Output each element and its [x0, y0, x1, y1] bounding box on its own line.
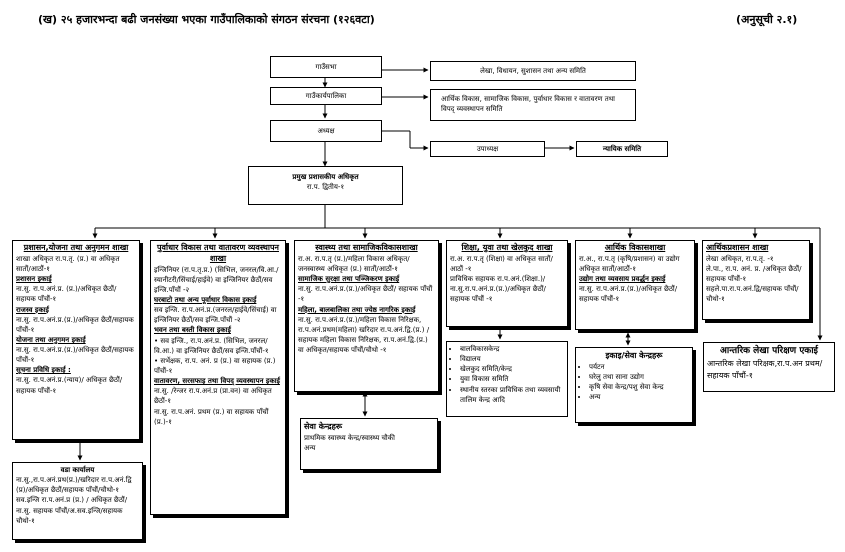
- planning-line: शाखा अधिकृत रा.प.तृ. (प्र.) वा अधिकृत सा…: [16, 254, 120, 273]
- planning-line: ना.सु. रा.प.अनं.प्र.(प्र.)/अधिकृत छैठौं/…: [16, 315, 134, 334]
- ward-line: ना.सु. सहायक पाँचौं/अ.सव.इन्जि/सहायक चौथ…: [16, 506, 123, 525]
- infra-section-box: पुर्वाधार विकास तथा वातावरण व्यवस्थापन श…: [150, 240, 286, 515]
- admin-unit-title: प्रशासन इकाई: [16, 275, 52, 284]
- education-unit-item: स्थानीय स्तरका प्राविधिक तथा व्यवसायी ता…: [460, 385, 564, 405]
- health-services-item: प्राथमिक स्वास्थ्य केन्द्र/स्वास्थ्य चौक…: [304, 433, 395, 442]
- audit-unit-box: आन्तरिक लेखा परिक्षण एकाई आन्तरिक लेखा प…: [703, 342, 835, 392]
- nyayik-committee-box: न्यायिक समिति: [576, 141, 668, 157]
- economic-unit-item: घरेलु तथा साना उद्योग: [589, 372, 689, 382]
- road-unit-title: घरबाटो तथा अन्य पूर्वाधार विकास इकाई: [154, 296, 257, 305]
- economic-units-title: इकाइ/सेवा केन्द्रहरू: [605, 351, 663, 360]
- infra-line: ना.सु. /रेन्जर रा.प.अनं.प्र (प्रा.वन) वा…: [154, 387, 272, 406]
- audit-line: आन्तरिक लेखा परिक्षक,रा.प.अन प्रथम/सहायक…: [707, 359, 823, 380]
- education-unit-item: युवा विकास समिति: [460, 374, 564, 384]
- health-section-box: स्वास्थ्य तथा सामाजिकविकासशाखा रा.अ. रा.…: [294, 240, 439, 392]
- monitoring-unit-title: योजना तथा अनुगमन इकाई: [16, 335, 86, 344]
- health-services-title: सेवा केन्द्रहरू: [304, 422, 343, 431]
- infra-line: • सव इन्जि., रा.प.अनं.प्र. (सिभिल, जनरल/…: [154, 336, 269, 355]
- planning-section-title: प्रशासन,योजना तथा अनुगमन शाखा: [23, 243, 129, 252]
- infra-line: सव इन्जि. रा.प.अनं.प्र.(जनरल/हाईवे/सिंचा…: [154, 306, 277, 325]
- health-line: रा.अ. रा.प.तृ (प्र.)/महिला विकास अधिकृत/…: [298, 254, 410, 273]
- health-line: ना.सु. रा.प.अनं.प्र.(प्र.)/महिला विकास न…: [298, 315, 430, 355]
- page-title: (ख) २५ हजारभन्दा बढी जनसंख्या भएका गाउँप…: [38, 13, 375, 26]
- ward-line: सव.इन्जि रा.प.अनं.प्र (प्र.) / अधिकृत छै…: [16, 496, 128, 505]
- cao-rank: रा.प. द्वितीय-१: [306, 183, 345, 192]
- finance-section-title: आर्थिकप्रशासन शाखा: [706, 243, 769, 252]
- economic-unit-item: अन्य: [589, 392, 689, 402]
- finance-line: ले.पा., रा.प. अनं. प्र. /अधिकृत छैठौं/ स…: [706, 264, 802, 284]
- revenue-unit-title: राजस्व इकाई: [16, 305, 49, 314]
- environment-unit-title: वातावरण, सरसफाइ तथा विपद् व्यवस्थापन इका…: [154, 377, 280, 386]
- ward-office-title: वडा कार्यालय: [60, 466, 95, 474]
- education-line: रा.अ. रा.प.तृ (शिक्षा) वा अधिकृत सातौं/आ…: [450, 254, 553, 273]
- infra-line: इन्जिनियर (रा.प.तृ.प्र.) (सिभिल, जनरल/वि…: [154, 265, 279, 294]
- economic-section-title: आर्थिक विकासशाखा: [604, 243, 666, 252]
- upadhyaksha-box: उपाध्यक्ष: [430, 141, 545, 157]
- planning-section-box: प्रशासन,योजना तथा अनुगमन शाखा शाखा अधिकृ…: [12, 240, 140, 440]
- ward-line: ना.सु.,रा.प.अनं.प्रथ(प्र.)/खरिदार रा.प.अ…: [16, 476, 132, 495]
- adhyaksha-box: अध्यक्ष: [270, 120, 382, 142]
- cao-box: प्रमुख प्रशासकीय अधिकृत रा.प. द्वितीय-१: [248, 166, 403, 205]
- economic-line: रा.अ., रा.प.तृ (कृषि/प्रशासन) वा उद्योग …: [579, 254, 680, 273]
- education-line: प्राविधिक सहायक रा.प.अनं.(शिक्षा.)/ ना.स…: [450, 275, 546, 304]
- economic-unit-item: कृषि सेवा केन्द्र/पशु सेवा केन्द्र: [589, 382, 689, 392]
- industry-unit-title: उद्योग तथा व्यवसाय प्रवर्द्धन इकाई: [579, 275, 666, 284]
- building-unit-title: भवन तथा बस्ती विकास इकाई: [154, 326, 231, 335]
- finance-section-box: आर्थिकप्रशासन शाखा लेखा अधिकृत, रा.प.तृ.…: [702, 240, 810, 320]
- gaunsabha-box: गाउँसभा: [270, 56, 382, 78]
- infra-line: ना.सु. रा.प.अनं. प्रथम (प्र.) वा सहायक प…: [154, 407, 269, 426]
- economic-units-box: इकाइ/सेवा केन्द्रहरू पर्यटन घरेलु तथा सा…: [575, 347, 693, 423]
- health-line: ना.सु. रा.प.अनं.प्र.(प्र.)/अधिकृत छैठौं/…: [298, 285, 433, 304]
- infra-line: • सर्भेक्षक, रा.प. अनं. प्र (प्र.) वा सह…: [154, 356, 276, 375]
- health-services-box: सेवा केन्द्रहरू प्राथमिक स्वास्थ्य केन्द…: [300, 418, 438, 470]
- gaunsabha-committee-box: लेखा, विधायन, सुशासन तथा अन्य समिति: [430, 61, 636, 81]
- social-security-unit-title: सामाजिक सुरक्षा तथा पञ्जिकरण इकाई: [298, 275, 400, 284]
- planning-line: ना.सु. रा.प.अनं.प्र.(प्र.)/अधिकृत छैठौं/…: [16, 346, 134, 365]
- audit-unit-title: आन्तरिक लेखा परिक्षण एकाई: [720, 346, 818, 356]
- planning-line: ना.सु. रा.प.अनं.प्र. (प्र.)/अधिकृत छैठौं…: [16, 285, 117, 304]
- karyapalika-committee-box: आर्थिक विकास, सामाजिक विकास, पुर्वाधार व…: [430, 89, 636, 121]
- karyapalika-box: गाउँकार्यपालिका: [270, 87, 382, 105]
- planning-line: ना.सु. रा.प.अनं.प्र.(न्याय)/ अधिकृत छैठौ…: [16, 376, 123, 395]
- health-services-item: अन्य: [304, 443, 316, 452]
- health-section-title: स्वास्थ्य तथा सामाजिकविकासशाखा: [315, 243, 418, 252]
- education-unit-item: खेलकुद समिति/केन्द्र: [460, 364, 564, 374]
- finance-line: लेखा अधिकृत, रा.प.तृ. -१: [706, 254, 774, 263]
- annex-label: (अनुसूची २.१): [736, 13, 798, 26]
- education-unit-item: विद्यालय: [460, 354, 564, 364]
- ward-office-box: वडा कार्यालय ना.सु.,रा.प.अनं.प्रथ(प्र.)/…: [12, 462, 143, 540]
- women-children-unit-title: महिला, बालबालिका तथा ज्येष्ठ नागरिक इकाई: [298, 305, 416, 314]
- education-section-box: शिक्षा, युवा तथा खेलकुद शाखा रा.अ. रा.प.…: [446, 240, 568, 327]
- cao-title: प्रमुख प्रशासकीय अधिकृत: [292, 173, 359, 181]
- finance-line: सहले.पा.रा.प.अनं.द्वि/सहायक पाँचौं/चौथो-…: [706, 285, 799, 304]
- economic-section-box: आर्थिक विकासशाखा रा.अ., रा.प.तृ (कृषि/प्…: [575, 240, 695, 330]
- education-units-box: बालविकासकेन्द्र विद्यालय खेलकुद समिति/के…: [446, 341, 568, 417]
- economic-unit-item: पर्यटन: [589, 362, 689, 372]
- it-unit-title: सूचना प्रविधि इकाई :: [16, 366, 71, 375]
- economic-line: ना.सु. रा.प.अनं.प्र.(प्र.)/अधिकृत छैठौं/…: [579, 285, 678, 304]
- infra-section-title: पुर्वाधार विकास तथा वातावरण व्यवस्थापन श…: [157, 243, 279, 263]
- education-section-title: शिक्षा, युवा तथा खेलकुद शाखा: [461, 243, 553, 252]
- education-unit-item: बालविकासकेन्द्र: [460, 344, 564, 354]
